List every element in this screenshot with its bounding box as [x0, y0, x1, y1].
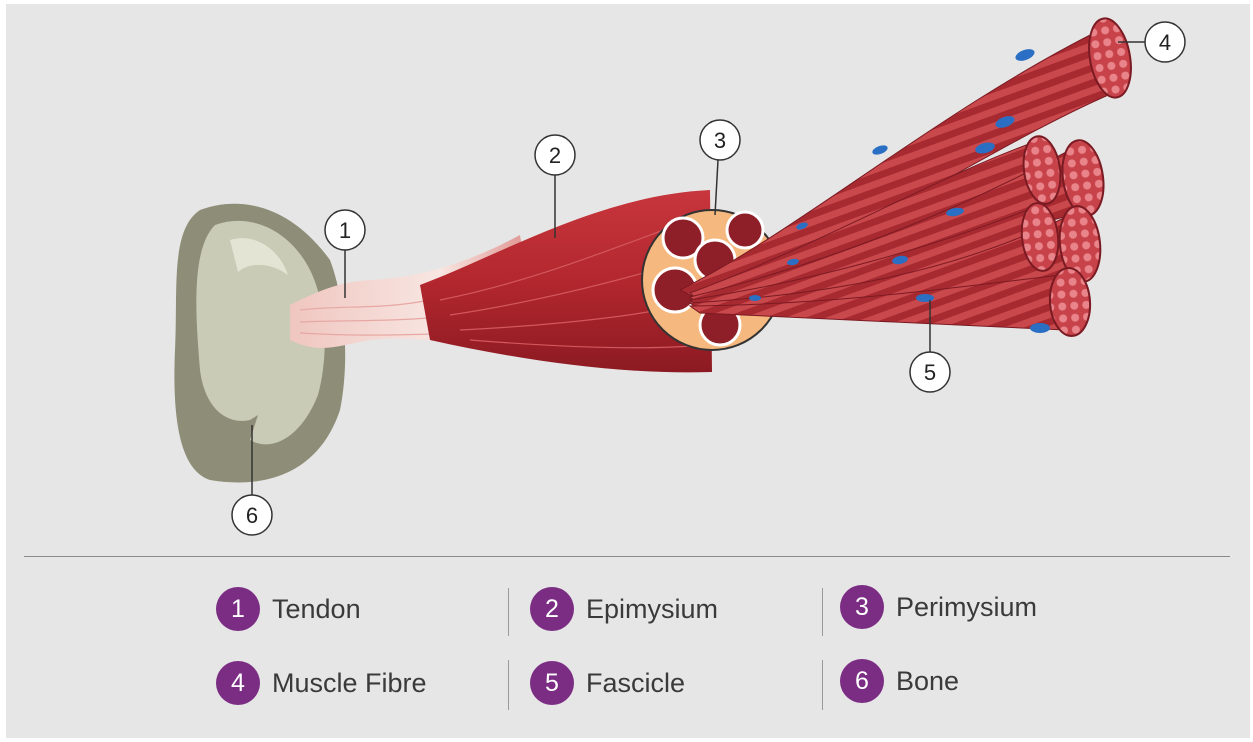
legend-label: Muscle Fibre — [272, 668, 427, 699]
legend-item-tendon: 1 Tendon — [216, 587, 361, 631]
callout-number: 1 — [339, 218, 351, 243]
legend-badge: 3 — [840, 585, 884, 629]
legend-badge: 6 — [840, 659, 884, 703]
callout-number: 6 — [246, 503, 258, 528]
legend-item-epimysium: 2 Epimysium — [530, 587, 718, 631]
legend-badge: 2 — [530, 587, 574, 631]
legend-separator — [508, 588, 509, 636]
legend-label: Fascicle — [586, 668, 685, 699]
legend-label: Epimysium — [586, 594, 718, 625]
legend-label: Tendon — [272, 594, 361, 625]
legend-separator — [508, 660, 509, 710]
legend-separator — [822, 588, 823, 636]
legend-badge: 4 — [216, 661, 260, 705]
callout-number: 3 — [714, 128, 726, 153]
legend-divider — [24, 556, 1230, 557]
legend-item-muscle-fibre: 4 Muscle Fibre — [216, 661, 427, 705]
legend-badge: 5 — [530, 661, 574, 705]
callout-number: 4 — [1159, 30, 1171, 55]
callout-4: 4 — [1145, 22, 1185, 62]
fascicle-bundles — [680, 15, 1137, 337]
callout-3: 3 — [700, 120, 740, 160]
callout-number: 5 — [924, 360, 936, 385]
legend-label: Bone — [896, 666, 959, 697]
legend-label: Perimysium — [896, 592, 1037, 623]
legend-item-fascicle: 5 Fascicle — [530, 661, 685, 705]
legend-separator — [822, 660, 823, 710]
legend-item-bone: 6 Bone — [840, 659, 959, 703]
legend-item-perimysium: 3 Perimysium — [840, 585, 1037, 629]
callout-1: 1 — [325, 210, 365, 250]
callout-2: 2 — [535, 135, 575, 175]
callout-5: 5 — [910, 352, 950, 392]
callout-number: 2 — [549, 143, 561, 168]
callout-6: 6 — [232, 495, 272, 535]
legend-badge: 1 — [216, 587, 260, 631]
